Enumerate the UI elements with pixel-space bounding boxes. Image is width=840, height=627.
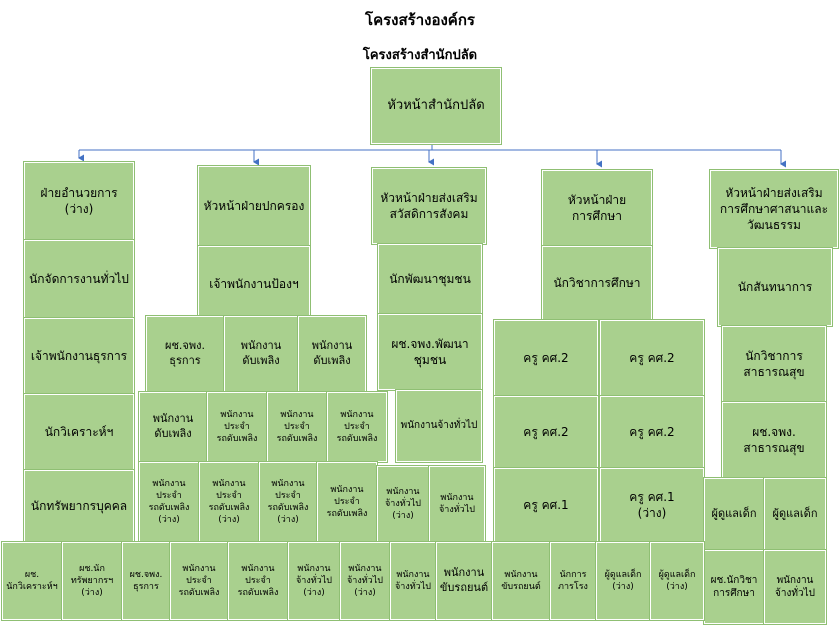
- teacher-box: ครู คศ.2: [493, 395, 599, 469]
- bottom-row-box: พนักงาน จ้างทั่วไป (ว่าง): [339, 541, 391, 621]
- social-item-box: ผช.จพง.พัฒนา ชุมชน: [377, 313, 483, 391]
- admin-item-box: นักทรัพยากรบุคคล: [23, 469, 135, 543]
- bottom-row-box: พนักงาน ประจำ รถดับเพลิง: [169, 541, 229, 621]
- teacher-box: ครู คศ.1: [493, 467, 599, 543]
- governance-head-box: หัวหน้าฝ่ายปกครอง: [197, 165, 311, 247]
- religion-item-box: นักสันทนาการ: [717, 247, 833, 327]
- admin-item-box: นักวิเคราะห์ฯ: [23, 393, 135, 471]
- bottom-row-box: ผู้ดูแลเด็ก (ว่าง): [595, 541, 651, 621]
- bottom-row-box: นักการ ภารโรง: [549, 541, 597, 621]
- religion-bottom-box: ผช.นักวิชา การศึกษา: [703, 549, 765, 625]
- teacher-box: ครู คศ.1 (ว่าง): [599, 467, 705, 543]
- education-sub-box: นักวิชาการศึกษา: [541, 245, 653, 321]
- bottom-row-box: พนักงาน ขับรถยนต์: [491, 541, 551, 621]
- teacher-box: ครู คศ.2: [493, 319, 599, 397]
- teacher-box: ครู คศ.2: [599, 395, 705, 469]
- governance-row2-box: พนักงาน ประจำ รถดับเพลิง: [206, 391, 268, 463]
- social-item-box: พนักงานจ้างทั่วไป: [395, 389, 483, 463]
- social-item-box: นักพัฒนาชุมชน: [377, 243, 483, 315]
- admin-item-box: นักจัดการงานทั่วไป: [23, 239, 135, 319]
- social-head-box: หัวหน้าฝ่ายส่งเสริม สวัสดิการสังคม: [371, 167, 487, 245]
- governance-sub-box: เจ้าพนักงานป้องฯ: [197, 245, 311, 323]
- governance-row3-box: พนักงาน ประจำ รถดับเพลิง (ว่าง): [198, 461, 260, 543]
- caregiver-box: ผู้ดูแลเด็ก: [703, 477, 765, 551]
- religion-bottom-box: พนักงาน จ้างทั่วไป: [763, 549, 827, 625]
- page-subtitle: โครงสร้างสำนักปลัด: [362, 48, 478, 63]
- governance-row3-box: พนักงาน จ้างทั่วไป (ว่าง): [376, 465, 430, 543]
- governance-row3-box: พนักงาน จ้างทั่วไป: [428, 465, 486, 543]
- religion-item-box: นักวิชาการ สาธารณสุข: [721, 325, 827, 403]
- governance-row3-box: พนักงาน ประจำ รถดับเพลิง (ว่าง): [258, 461, 318, 543]
- religion-head-box: หัวหน้าฝ่ายส่งเสริม การศึกษาศาสนาและ วัฒ…: [709, 169, 839, 249]
- bottom-row-box: ผช.นัก ทรัพยากรฯ (ว่าง): [61, 541, 123, 621]
- bottom-row-box: พนักงาน ประจำ รถดับเพลิง: [227, 541, 289, 621]
- bottom-row-box: ผู้ดูแลเด็ก (ว่าง): [649, 541, 705, 621]
- governance-row1-box: พนักงาน ดับเพลิง: [297, 315, 367, 393]
- head-office-box: หัวหน้าสำนักปลัด: [370, 67, 502, 145]
- religion-item-box: ผช.จพง. สาธารณสุข: [721, 401, 827, 479]
- governance-row3-box: พนักงาน ประจำ รถดับเพลิง: [316, 461, 378, 543]
- bottom-row-box: พนักงาน จ้างทั่วไป (ว่าง): [287, 541, 341, 621]
- governance-row2-box: พนักงาน ประจำ รถดับเพลิง: [326, 391, 388, 463]
- teacher-box: ครู คศ.2: [599, 319, 705, 397]
- governance-row1-box: พนักงาน ดับเพลิง: [223, 315, 299, 393]
- governance-row3-box: พนักงาน ประจำ รถดับเพลิง (ว่าง): [138, 461, 200, 543]
- governance-row1-box: ผช.จพง. ธุรการ: [145, 315, 225, 393]
- caregiver-box: ผู้ดูแลเด็ก: [763, 477, 827, 551]
- admin-head-box: ฝ่ายอำนวยการ (ว่าง): [23, 161, 135, 241]
- bottom-row-box: พนักงาน จ้างทั่วไป: [389, 541, 437, 621]
- governance-row2-box: พนักงาน ดับเพลิง: [138, 391, 208, 463]
- bottom-row-box: พนักงาน ขับรถยนต์: [435, 541, 493, 621]
- bottom-row-box: ผช. นักวิเคราะห์ฯ: [1, 541, 63, 621]
- education-head-box: หัวหน้าฝ่าย การศึกษา: [541, 169, 653, 247]
- page-title: โครงสร้างองค์กร: [365, 11, 475, 29]
- governance-row2-box: พนักงาน ประจำ รถดับเพลิง: [266, 391, 328, 463]
- admin-item-box: เจ้าพนักงานธุรการ: [23, 317, 135, 395]
- bottom-row-box: ผช.จพง. ธุรการ: [121, 541, 171, 621]
